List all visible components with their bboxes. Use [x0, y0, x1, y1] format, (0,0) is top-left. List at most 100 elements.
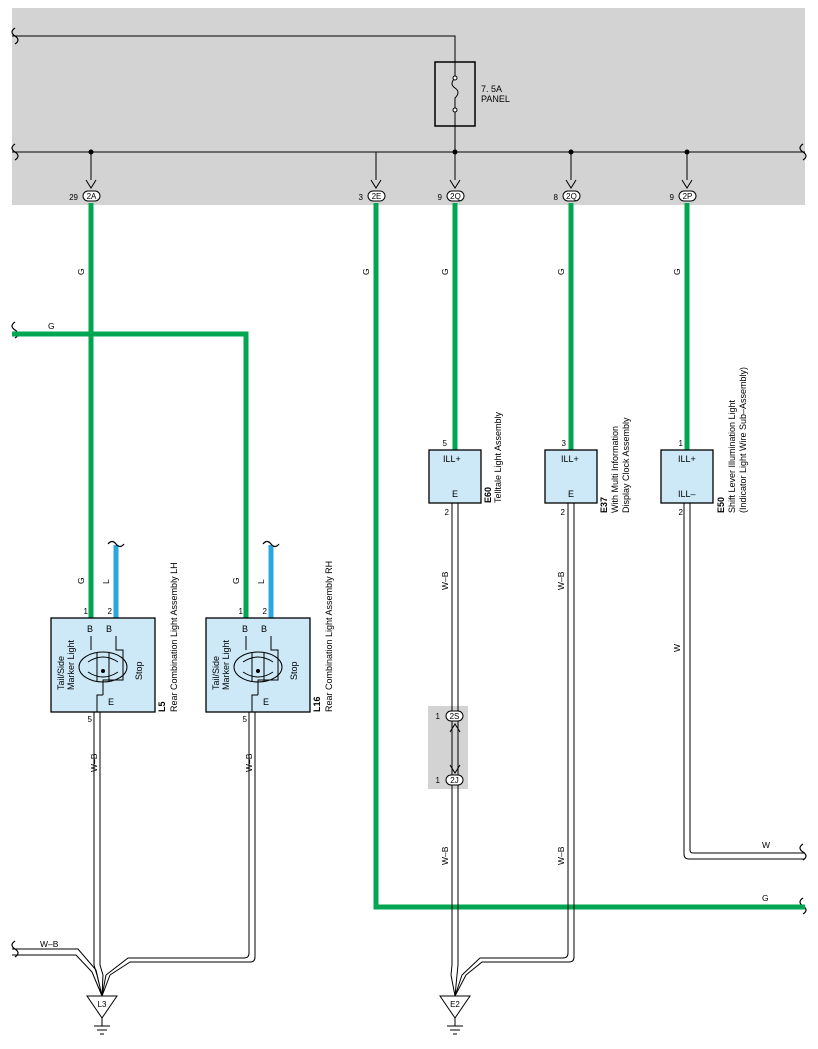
svg-text:G: G	[48, 321, 55, 331]
svg-text:Marker Light: Marker Light	[221, 639, 231, 690]
svg-text:G: G	[231, 577, 241, 584]
component-e60: 5 ILL+ E 2 E60 Telltale Light Assembly	[428, 411, 503, 517]
junction-connector-2q-b: 2Q 8	[554, 179, 581, 202]
svg-text:3: 3	[359, 193, 364, 202]
svg-text:Marker Light: Marker Light	[66, 639, 76, 690]
svg-text:Display Clock Assembly: Display Clock Assembly	[621, 417, 631, 513]
svg-text:29: 29	[69, 193, 78, 202]
svg-text:G: G	[440, 268, 450, 275]
svg-text:E50: E50	[716, 497, 726, 513]
svg-text:5: 5	[243, 715, 248, 724]
svg-text:8: 8	[554, 193, 559, 202]
svg-text:ILL+: ILL+	[443, 454, 461, 464]
svg-text:1: 1	[679, 439, 684, 448]
inline-connector-2j: 2J 1	[436, 764, 464, 786]
svg-text:2: 2	[108, 607, 113, 616]
fuse-name: PANEL	[481, 94, 510, 104]
svg-text:2: 2	[679, 508, 684, 517]
svg-text:E: E	[568, 489, 574, 499]
svg-text:G: G	[361, 268, 371, 275]
component-l16: 1 2 B B E 5 Tail/Side Marker Light Stop …	[205, 561, 334, 724]
wb-wires	[12, 503, 805, 976]
junction-connector-2e: 2E 3	[359, 179, 386, 202]
svg-text:W–B: W–B	[556, 571, 566, 590]
svg-text:3: 3	[562, 439, 567, 448]
svg-text:W–B: W–B	[244, 753, 254, 772]
ground-l3: L3	[86, 995, 118, 1035]
svg-text:W: W	[762, 840, 770, 850]
junction-block	[12, 8, 805, 205]
svg-text:G: G	[76, 577, 86, 584]
junction-connector-2a: 2A 29	[69, 179, 101, 202]
blue-wires	[113, 545, 274, 618]
svg-text:L5: L5	[157, 701, 167, 712]
component-e37: 3 ILL+ E 2 E37 With Multi Information Di…	[544, 417, 631, 517]
svg-text:Tail/Side: Tail/Side	[211, 656, 221, 690]
svg-text:ILL–: ILL–	[678, 489, 696, 499]
svg-text:L: L	[101, 579, 111, 584]
svg-text:ILL+: ILL+	[678, 454, 696, 464]
svg-text:2: 2	[263, 607, 268, 616]
svg-text:2P: 2P	[683, 192, 693, 201]
svg-text:2: 2	[561, 508, 566, 517]
svg-text:E: E	[263, 697, 269, 707]
wire-labels: G G G G G G G G G L L W–B W–B W–B W–B W–…	[40, 268, 770, 949]
svg-text:Rear Combination Light Assembl: Rear Combination Light Assembly LH	[169, 562, 179, 712]
fuse-rating: 7. 5A	[481, 84, 502, 94]
component-l5: 1 2 B B E 5 Tail/Side Marker Light Stop …	[50, 562, 179, 724]
svg-text:Shift Lever Illumination Light: Shift Lever Illumination Light	[727, 399, 737, 513]
svg-text:9: 9	[438, 193, 443, 202]
svg-text:G: G	[556, 268, 566, 275]
svg-text:5: 5	[88, 715, 93, 724]
svg-text:9: 9	[670, 193, 675, 202]
svg-text:E60: E60	[483, 487, 493, 503]
svg-text:5: 5	[443, 439, 448, 448]
svg-text:Stop: Stop	[134, 661, 144, 680]
inline-connector-2s: 2S 1	[436, 710, 464, 733]
svg-text:ILL+: ILL+	[561, 454, 579, 464]
svg-text:E: E	[108, 697, 114, 707]
svg-text:W: W	[672, 644, 682, 652]
svg-text:G: G	[76, 268, 86, 275]
svg-text:2E: 2E	[372, 192, 382, 201]
svg-text:W–B: W–B	[40, 939, 59, 949]
svg-text:B: B	[261, 624, 267, 634]
svg-text:E: E	[452, 489, 458, 499]
svg-text:G: G	[762, 893, 769, 903]
svg-text:1: 1	[436, 712, 441, 721]
wire-break-marks	[107, 540, 280, 548]
svg-text:1: 1	[436, 776, 441, 785]
svg-text:Telltale Light Assembly: Telltale Light Assembly	[493, 411, 503, 503]
junction-connector-2q-a: 2Q 9	[438, 179, 465, 202]
svg-text:L16: L16	[312, 696, 322, 712]
svg-text:W–B: W–B	[440, 846, 450, 865]
fuse-panel: 7. 5A PANEL	[434, 61, 510, 127]
svg-text:1: 1	[84, 607, 89, 616]
busbars	[12, 35, 805, 180]
svg-text:(Indicator Light Wire Sub–Asse: (Indicator Light Wire Sub–Assembly)	[738, 367, 748, 513]
component-e50: 1 ILL+ ILL– 2 E50 Shift Lever Illuminati…	[660, 367, 748, 517]
svg-text:2: 2	[445, 508, 450, 517]
svg-text:E2: E2	[450, 1000, 460, 1009]
svg-text:Rear Combination Light Assembl: Rear Combination Light Assembly RH	[324, 561, 334, 712]
svg-text:Tail/Side: Tail/Side	[56, 656, 66, 690]
svg-text:L: L	[256, 579, 266, 584]
bus-nodes	[88, 149, 690, 155]
svg-text:W–B: W–B	[440, 571, 450, 590]
svg-text:W–B: W–B	[89, 753, 99, 772]
svg-text:2J: 2J	[450, 776, 458, 785]
svg-text:L3: L3	[98, 1000, 107, 1009]
svg-text:2A: 2A	[87, 192, 97, 201]
svg-text:E37: E37	[599, 497, 609, 513]
svg-text:B: B	[242, 624, 248, 634]
svg-text:2S: 2S	[450, 712, 460, 721]
ground-leads	[91, 969, 467, 997]
svg-text:W–B: W–B	[556, 846, 566, 865]
svg-text:2Q: 2Q	[450, 192, 461, 201]
svg-text:G: G	[672, 268, 682, 275]
junction-connector-2p: 2P 9	[670, 179, 697, 202]
svg-text:Stop: Stop	[289, 661, 299, 680]
svg-text:2Q: 2Q	[566, 192, 577, 201]
svg-text:With Multi Information: With Multi Information	[610, 426, 620, 513]
